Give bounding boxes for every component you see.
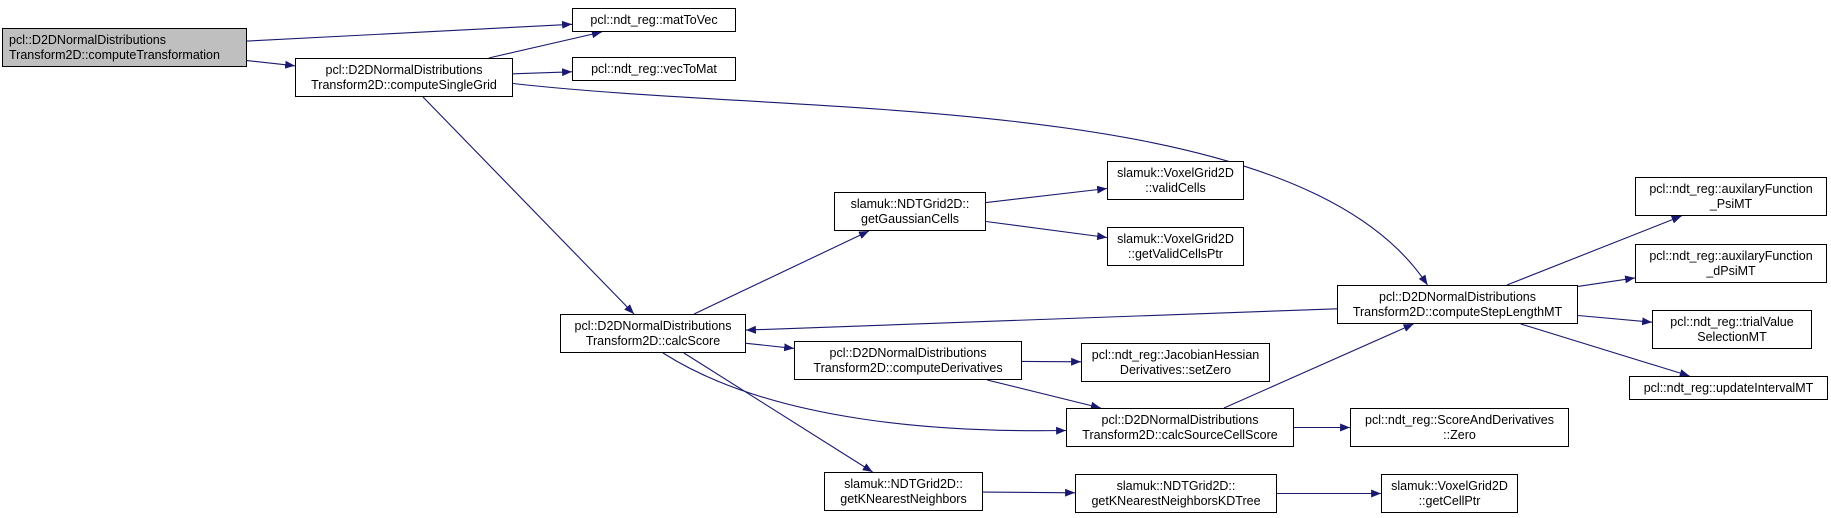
node-line-1: slamuk::VoxelGrid2D (1117, 231, 1234, 246)
node-line-1: pcl::D2DNormalDistributions (9, 32, 166, 47)
edge-getGaussianCells-to-getValidCellsPtr (985, 220, 1108, 241)
edge-computeSingleGrid-to-computeStepLengthMT (512, 82, 1428, 286)
node-line-2: getKNearestNeighborsKDTree (1091, 493, 1261, 508)
node-line-1: pcl::ndt_reg::ScoreAndDerivatives (1365, 412, 1554, 427)
node-setZero[interactable]: pcl::ndt_reg::JacobianHessian Derivative… (1081, 343, 1270, 382)
edge-getKNearestNeighbors-to-getKNearestNeighborsKDTree (982, 488, 1076, 497)
node-line-2: SelectionMT (1697, 329, 1767, 344)
edge-computeDerivatives-to-calcSourceCellScore (987, 379, 1101, 410)
edge-computeStepLengthMT-to-trialValueSelectionMT (1577, 314, 1653, 326)
node-line-1: slamuk::NDTGrid2D:: (844, 476, 963, 491)
node-line-2: Transform2D::computeDerivatives (813, 360, 1003, 375)
node-line-1: pcl::D2DNormalDistributions (325, 62, 483, 77)
node-vecToMat[interactable]: pcl::ndt_reg::vecToMat (572, 57, 736, 81)
node-line-1: pcl::D2DNormalDistributions (1101, 412, 1259, 427)
node-line-1: slamuk::VoxelGrid2D (1391, 478, 1508, 493)
node-line-2: Transform2D::calcScore (585, 333, 721, 348)
node-line-2: ::Zero (1443, 427, 1476, 442)
node-line-1: pcl::D2DNormalDistributions (574, 318, 732, 333)
node-line-2: getKNearestNeighbors (840, 491, 967, 506)
node-line-2: _dPsiMT (1706, 263, 1756, 278)
node-line-1: pcl::ndt_reg::updateIntervalMT (1643, 380, 1814, 395)
node-computeTransformation: pcl::D2DNormalDistributions Transform2D:… (2, 28, 247, 67)
node-Zero[interactable]: pcl::ndt_reg::ScoreAndDerivatives ::Zero (1350, 408, 1569, 447)
node-getKNearestNeighbors[interactable]: slamuk::NDTGrid2D:: getKNearestNeighbors (824, 472, 983, 511)
node-line-2: Transform2D::computeStepLengthMT (1352, 304, 1563, 319)
edge-computeSingleGrid-to-vecToMat (512, 68, 573, 77)
node-trialValueSelectionMT[interactable]: pcl::ndt_reg::trialValue SelectionMT (1652, 310, 1812, 349)
node-updateIntervalMT[interactable]: pcl::ndt_reg::updateIntervalMT (1629, 376, 1828, 400)
edge-calcScore-to-computeDerivatives (745, 342, 795, 352)
edge-getGaussianCells-to-validCells (985, 185, 1108, 204)
node-line-2: ::validCells (1145, 180, 1206, 195)
node-line-1: pcl::D2DNormalDistributions (1379, 289, 1536, 304)
node-calcSourceCellScore[interactable]: pcl::D2DNormalDistributions Transform2D:… (1066, 408, 1294, 447)
node-line-2: Transform2D::calcSourceCellScore (1082, 427, 1278, 442)
node-line-1: pcl::ndt_reg::JacobianHessian (1091, 347, 1260, 362)
edge-calcScore-to-getKNearestNeighbors (683, 352, 873, 473)
node-matToVec[interactable]: pcl::ndt_reg::matToVec (572, 8, 736, 32)
node-line-2: getGaussianCells (861, 211, 959, 226)
node-line-1: pcl::ndt_reg::auxilaryFunction (1649, 248, 1813, 263)
node-calcScore[interactable]: pcl::D2DNormalDistributions Transform2D:… (560, 314, 746, 353)
edge-layer (246, 20, 1690, 498)
node-computeStepLengthMT[interactable]: pcl::D2DNormalDistributions Transform2D:… (1337, 285, 1578, 324)
node-line-2: ::getCellPtr (1418, 493, 1481, 508)
node-line-2: Transform2D::computeSingleGrid (311, 77, 497, 92)
node-line-1: pcl::ndt_reg::vecToMat (591, 61, 717, 76)
edge-calcSourceCellScore-to-computeStepLengthMT (1223, 323, 1414, 409)
node-line-1: pcl::ndt_reg::auxilaryFunction (1649, 181, 1813, 196)
edge-computeStepLengthMT-to-updateIntervalMT (1520, 323, 1690, 377)
node-line-1: slamuk::NDTGrid2D:: (850, 196, 970, 211)
node-line-2: Transform2D::computeTransformation (9, 47, 220, 62)
edge-computeStepLengthMT-to-auxilaryFunction_PsiMT (1506, 215, 1682, 286)
edge-calcScore-to-calcSourceCellScore (662, 352, 1067, 435)
node-line-2: _PsiMT (1709, 196, 1753, 211)
node-line-1: slamuk::NDTGrid2D:: (1116, 478, 1236, 493)
node-computeSingleGrid[interactable]: pcl::D2DNormalDistributions Transform2D:… (295, 58, 513, 97)
edge-computeStepLengthMT-to-calcScore (745, 308, 1338, 334)
node-auxilaryFunction_PsiMT[interactable]: pcl::ndt_reg::auxilaryFunction _PsiMT (1635, 177, 1827, 216)
node-line-1: slamuk::VoxelGrid2D (1117, 165, 1234, 180)
node-getKNearestNeighborsKDTree[interactable]: slamuk::NDTGrid2D:: getKNearestNeighbors… (1075, 474, 1277, 513)
node-validCells[interactable]: slamuk::VoxelGrid2D ::validCells (1107, 161, 1244, 200)
edge-computeStepLengthMT-to-auxilaryFunction_dPsiMT (1577, 275, 1636, 287)
edge-calcScore-to-getGaussianCells (693, 230, 870, 315)
node-line-1: pcl::ndt_reg::matToVec (590, 12, 718, 27)
edge-computeTransformation-to-matToVec (246, 20, 573, 42)
node-line-2: Derivatives::setZero (1119, 362, 1232, 377)
node-line-2: ::getValidCellsPtr (1128, 246, 1223, 261)
edge-computeTransformation-to-computeSingleGrid (246, 60, 296, 69)
node-computeDerivatives[interactable]: pcl::D2DNormalDistributions Transform2D:… (794, 341, 1022, 380)
node-getGaussianCells[interactable]: slamuk::NDTGrid2D:: getGaussianCells (834, 192, 986, 231)
node-getValidCellsPtr[interactable]: slamuk::VoxelGrid2D ::getValidCellsPtr (1107, 227, 1244, 266)
node-line-1: pcl::ndt_reg::trialValue (1670, 314, 1794, 329)
node-auxilaryFunction_dPsiMT[interactable]: pcl::ndt_reg::auxilaryFunction _dPsiMT (1635, 244, 1827, 283)
edge-computeSingleGrid-to-calcScore (422, 96, 635, 315)
node-line-1: pcl::D2DNormalDistributions (829, 345, 987, 360)
edge-computeSingleGrid-to-matToVec (488, 30, 602, 59)
node-getCellPtr[interactable]: slamuk::VoxelGrid2D ::getCellPtr (1381, 474, 1518, 513)
